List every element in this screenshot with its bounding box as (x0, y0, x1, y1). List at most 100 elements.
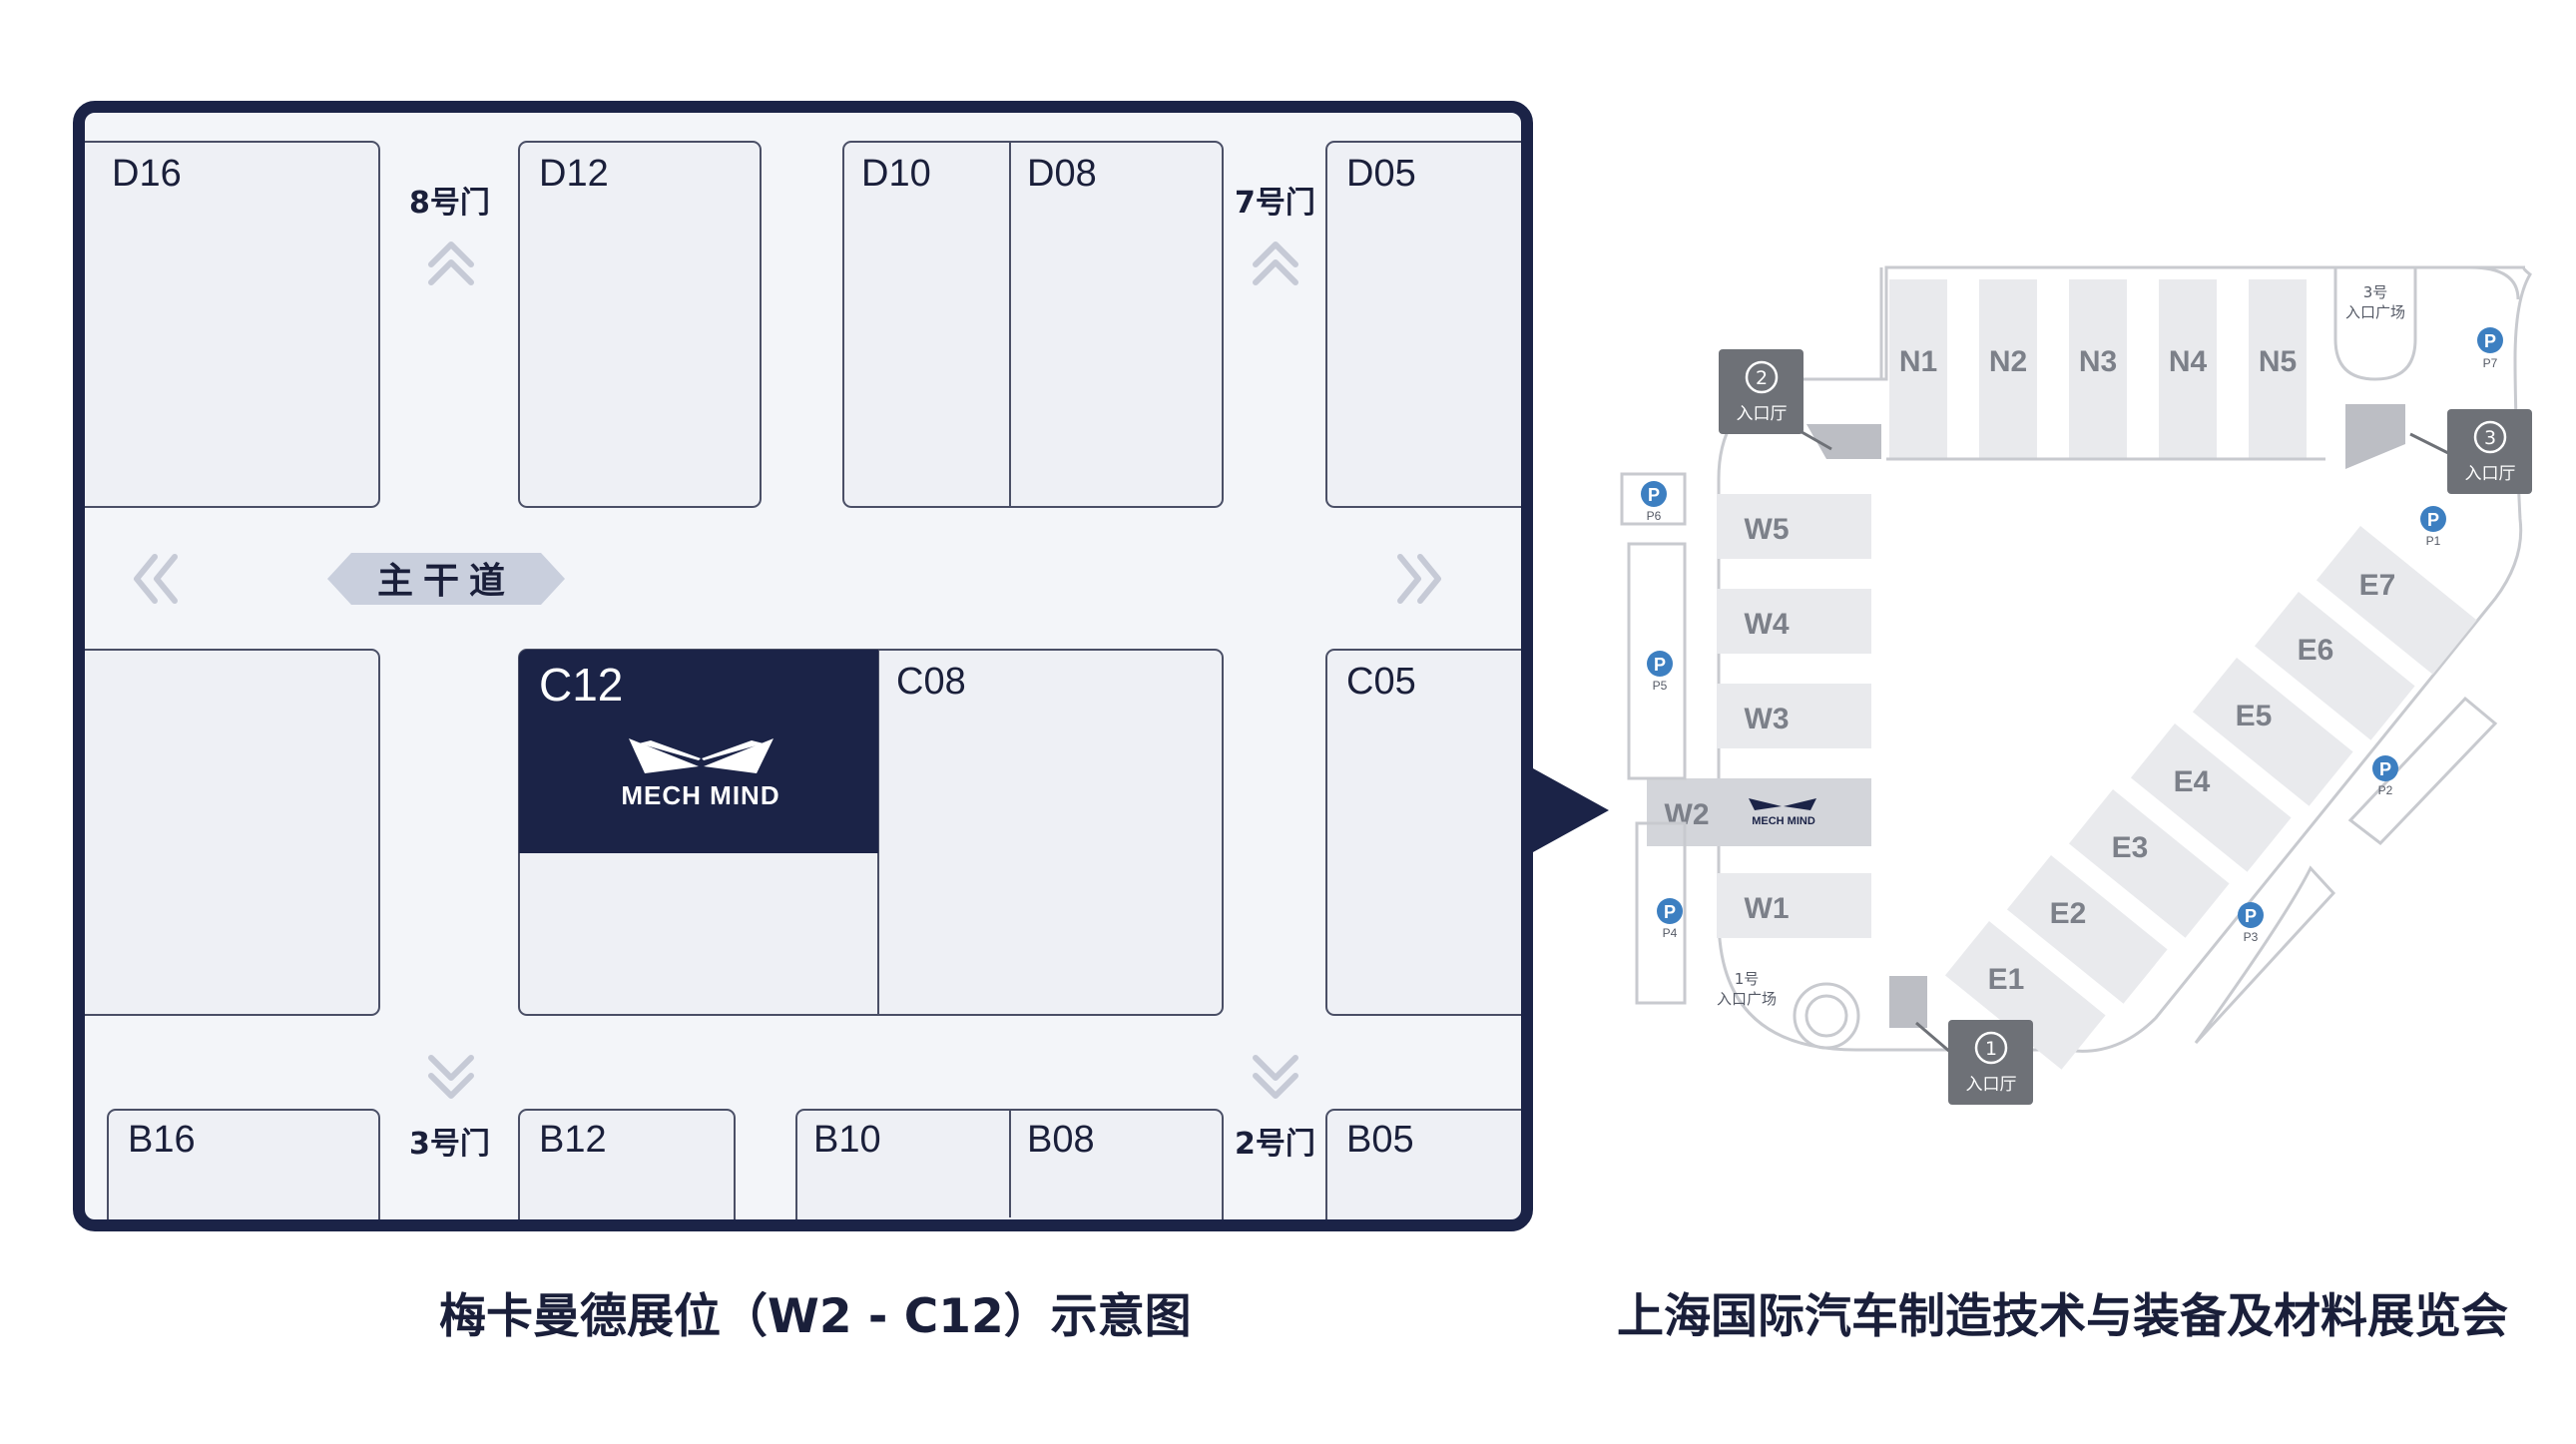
parking-icon (2477, 327, 2503, 353)
mech-mind-logo-small: MECH MIND (1749, 798, 1816, 827)
hall-label: W3 (1745, 703, 1790, 735)
booth-D16[interactable] (59, 141, 380, 508)
plaza-3 (2333, 265, 2417, 381)
double-chevron-left-icon (134, 554, 178, 604)
hall-E5[interactable] (2192, 658, 2353, 806)
parking-tag-P3: P P3 (2238, 902, 2264, 944)
entrance-number: 1 (1985, 1038, 1997, 1060)
entrance-hall-1: 1 入口厅 (1889, 976, 2033, 1105)
chevron-up-icon (1253, 241, 1298, 285)
parking-strip-P6 (1620, 472, 1687, 526)
hall-N5[interactable] (2249, 279, 2307, 459)
booth-label: B05 (1346, 1119, 1414, 1161)
hall-N2[interactable] (1979, 279, 2037, 459)
gate-label: 8号门 (409, 186, 490, 221)
number-circle-icon (1745, 360, 1779, 394)
plaza-label: 入口广场 (1717, 990, 1777, 1008)
parking-label: P7 (2483, 356, 2498, 370)
entrance-number: 3 (2484, 427, 2496, 449)
entrance-hall-shape (1889, 976, 1927, 1028)
booth-label: C08 (896, 661, 966, 703)
parking-label: P4 (1663, 926, 1678, 940)
parking-mark: P (2484, 331, 2496, 351)
booth-label: B12 (539, 1119, 607, 1161)
booth-label: D05 (1346, 153, 1416, 195)
hall-N4[interactable] (2159, 279, 2217, 459)
plaza-label: 1号 (1735, 970, 1760, 988)
booth-unnamed[interactable] (59, 649, 380, 1016)
booth-detail-map: D16 D12 D10 D08 D05 8号门 7号门 主干道 (59, 101, 1609, 1250)
hall-N3[interactable] (2069, 279, 2127, 459)
hall-W5[interactable] (1717, 494, 1871, 559)
entrance-pointer (2409, 432, 2451, 456)
booth-D10-D08[interactable] (842, 141, 1224, 508)
hall-N1[interactable] (1889, 279, 1947, 459)
entrance-hall-shape (2345, 404, 2405, 469)
left-caption: 梅卡曼德展位（W2 - C12）示意图 (439, 1289, 1192, 1344)
parking-mark: P (2379, 759, 2391, 779)
booth-label: B16 (128, 1119, 196, 1161)
hall-label: N3 (2079, 345, 2117, 378)
hall-label: N5 (2259, 345, 2297, 378)
booth-label: C05 (1346, 661, 1416, 703)
entrance-label: 入口厅 (2465, 464, 2516, 484)
gate-label: 2号门 (1235, 1127, 1315, 1162)
plaza-1-circle (1793, 982, 1860, 1050)
hall-E6[interactable] (2254, 592, 2415, 740)
mech-mind-logo: MECH MIND (621, 738, 779, 810)
booth-label: D10 (861, 153, 931, 195)
hall-W1[interactable] (1717, 873, 1871, 938)
booth-C12-highlight[interactable] (519, 650, 878, 853)
entrance-hall-3: 3 入口厅 (2345, 404, 2532, 494)
hall-E4[interactable] (2130, 723, 2292, 872)
hall-E3[interactable] (2068, 789, 2230, 938)
entrance-hall-2: 2 入口厅 (1719, 349, 1881, 459)
logo-text: MECH MIND (1752, 815, 1815, 827)
parking-strip-P4 (1635, 821, 1687, 1005)
plaza-label: 入口广场 (2345, 303, 2405, 321)
booth-label: B10 (813, 1119, 881, 1161)
booth-label: B08 (1027, 1119, 1095, 1161)
entrance-hall-shape (1806, 424, 1881, 459)
entrance-label: 入口厅 (1966, 1075, 2017, 1095)
venue-overview-map: N1 N2 N3 N4 N5 3号 入口广场 W5 W4 W3 W2 W1 (1620, 265, 2532, 1105)
parking-label: P5 (1653, 679, 1668, 693)
north-halls: N1 N2 N3 N4 N5 (1886, 279, 2325, 461)
booth-D12[interactable] (518, 141, 762, 508)
number-circle-icon (2473, 420, 2507, 454)
hall-label: E4 (2174, 765, 2211, 798)
hall-label: N1 (1899, 345, 1937, 378)
hall-label: W4 (1745, 608, 1790, 641)
parking-mark: P (2245, 906, 2257, 926)
hall-E2[interactable] (2006, 855, 2168, 1004)
hall-W4[interactable] (1717, 589, 1871, 654)
parking-mark: P (2427, 510, 2439, 530)
double-chevron-right-icon (1397, 554, 1441, 604)
hall-label: W2 (1665, 798, 1710, 831)
gate-label: 7号门 (1235, 186, 1315, 221)
parking-label: P2 (2378, 783, 2393, 797)
hall-E1[interactable] (1944, 921, 2106, 1070)
main-road-tag (327, 553, 565, 605)
parking-icon (1647, 651, 1673, 677)
parking-tag-P7: P P7 (2477, 327, 2503, 370)
hall-E7[interactable] (2316, 526, 2477, 675)
logo-text: MECH MIND (621, 780, 779, 810)
parking-tag-P4: P P4 (1657, 898, 1683, 940)
hall-label: E5 (2236, 700, 2273, 732)
hall-label: W5 (1745, 513, 1790, 546)
main-road-label: 主干道 (377, 561, 515, 602)
plaza-1-circle (1804, 994, 1848, 1038)
parking-tag-P6: P P6 (1641, 481, 1667, 523)
hall-W3[interactable] (1717, 684, 1871, 748)
parking-label: P6 (1647, 509, 1662, 523)
hall-label: N2 (1989, 345, 2027, 378)
parking-icon (1641, 481, 1667, 507)
entrance-label: 入口厅 (1737, 404, 1788, 424)
parking-icon (2372, 755, 2398, 781)
entrance-pointer (1915, 1021, 1952, 1055)
hall-label: N4 (2169, 345, 2208, 378)
parking-tag-P5: P P5 (1647, 651, 1673, 693)
parking-mark: P (1664, 902, 1676, 922)
